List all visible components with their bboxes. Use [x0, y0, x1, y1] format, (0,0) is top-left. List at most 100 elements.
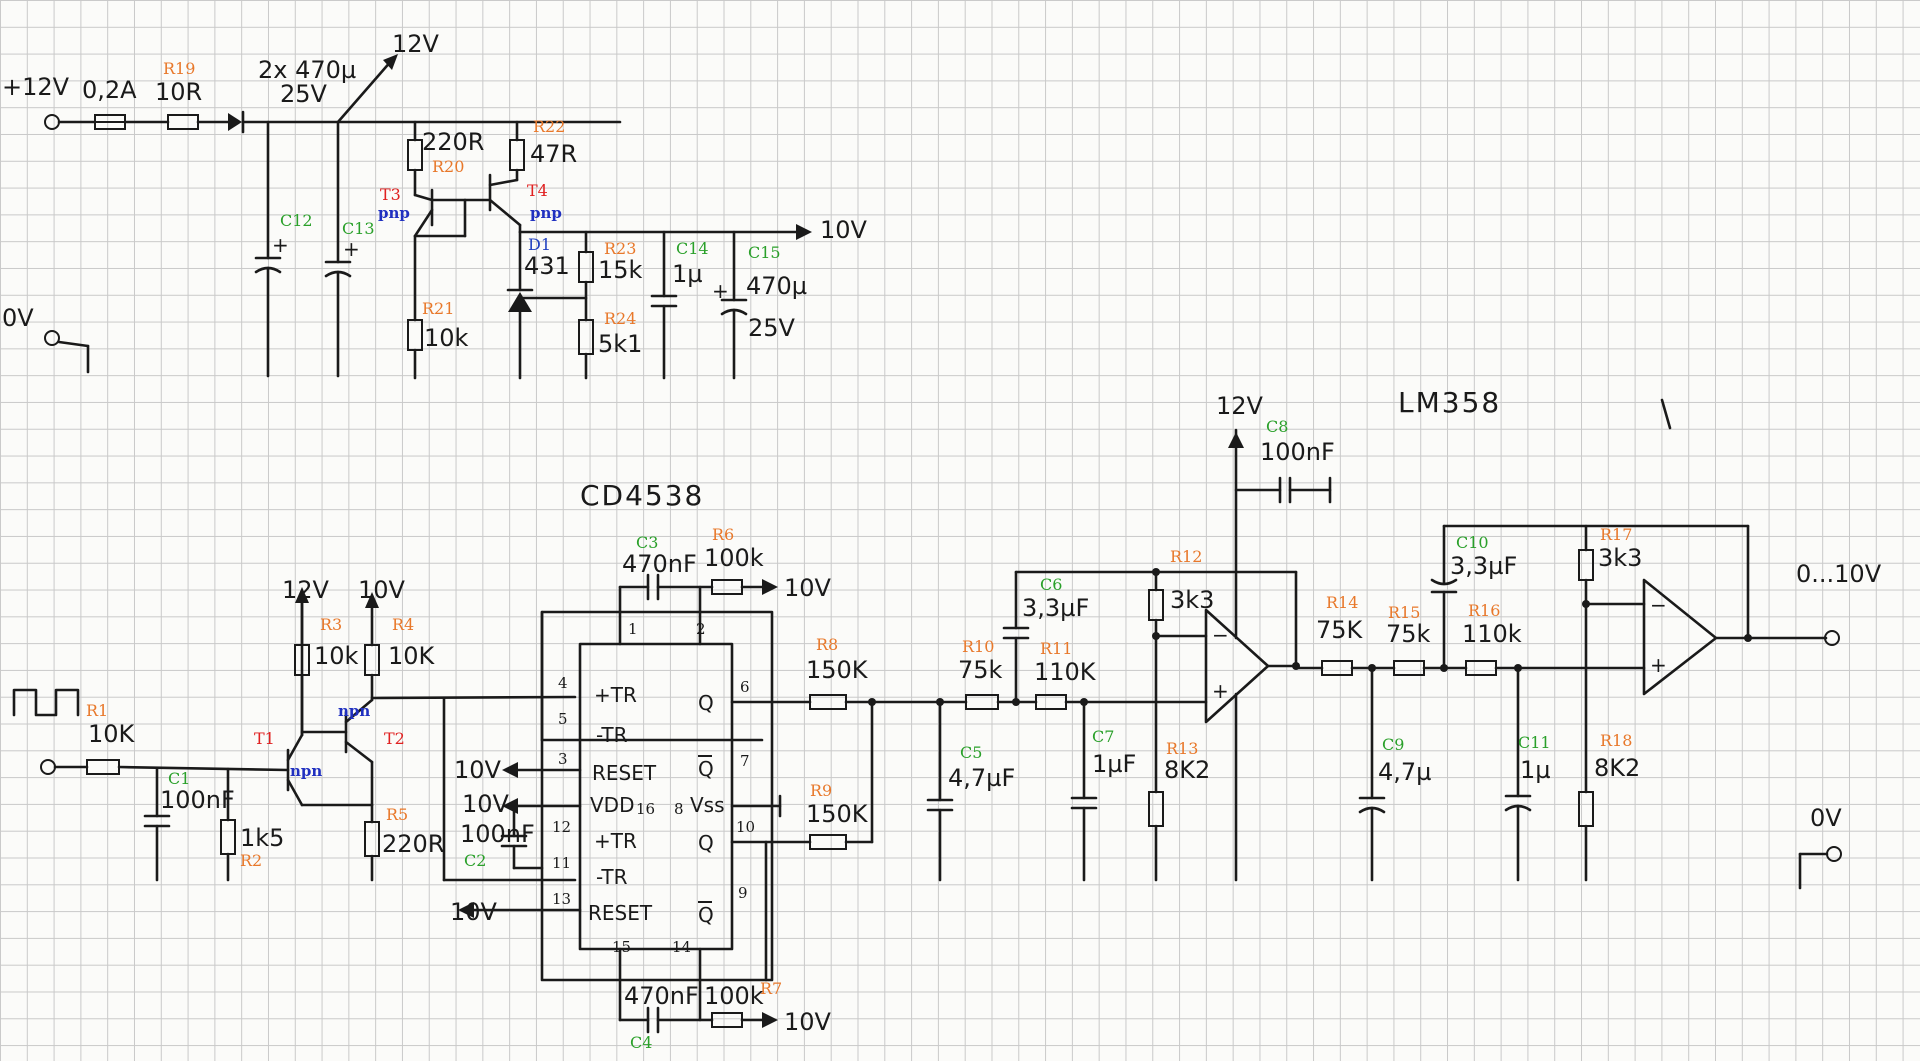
- filter-section: R8 150K R9 150K C5 4,7µF R10 75k C6 3,3µ…: [806, 386, 1882, 890]
- fuse-value: 0,2A: [82, 76, 137, 104]
- caps-value-line2: 25V: [280, 80, 328, 108]
- label-r13: R13: [1166, 739, 1198, 758]
- label-t4: T4: [527, 181, 548, 200]
- resistor-r23: [578, 251, 594, 283]
- label-r2: R2: [240, 851, 262, 870]
- resistor-r5: [364, 821, 380, 857]
- c2-value: 100nF: [460, 820, 535, 848]
- r21-value: 10k: [424, 324, 469, 352]
- c15-value-line1: 470µ: [746, 272, 807, 300]
- resistor-r12: [1148, 589, 1164, 621]
- input-section: R1 10K C1 100nF 1k5 R2 T1 npn 12V R3 10k: [12, 576, 577, 882]
- r11-value: 110K: [1034, 658, 1097, 686]
- c11-value: 1µ: [1520, 756, 1551, 784]
- svg-text:13: 13: [552, 890, 571, 908]
- opamp-name: LM358: [1398, 386, 1501, 419]
- r12-value: 3k3: [1170, 586, 1214, 614]
- resistor-r14: [1321, 660, 1353, 676]
- label-c13: C13: [342, 219, 375, 238]
- r2-value: 1k5: [240, 824, 284, 852]
- label-c3: C3: [636, 533, 658, 552]
- label-r18: R18: [1600, 731, 1632, 750]
- ic-body: [578, 642, 734, 951]
- label-c11: C11: [1518, 733, 1551, 752]
- pin-reset-b: RESET: [588, 901, 653, 925]
- type-t2: npn: [338, 702, 370, 720]
- label-r6: R6: [712, 525, 734, 544]
- svg-text:15: 15: [612, 938, 631, 956]
- svg-text:+: +: [712, 279, 729, 303]
- label-r23: R23: [604, 239, 636, 258]
- r17-value: 3k3: [1598, 544, 1642, 572]
- resistor-r10: [965, 694, 999, 710]
- svg-text:14: 14: [672, 938, 691, 956]
- resistor-r9: [809, 834, 847, 850]
- r3-value: 10k: [314, 642, 359, 670]
- r5-value: 220R: [382, 830, 444, 858]
- r20-value: 220R: [422, 128, 484, 156]
- c7-value: 1µF: [1092, 750, 1136, 778]
- type-t4: pnp: [530, 204, 562, 222]
- r7-supply-label: 10V: [784, 1008, 832, 1036]
- r8-value: 150K: [806, 656, 869, 684]
- pin-vdd: VDD: [590, 793, 634, 817]
- c14-value: 1µ: [672, 260, 703, 288]
- ic-name: CD4538: [580, 479, 704, 512]
- label-c7: C7: [1092, 727, 1114, 746]
- r18-value: 8K2: [1594, 754, 1640, 782]
- svg-text:11: 11: [552, 854, 571, 872]
- resistor-r20: [407, 139, 423, 171]
- r4-value: 10K: [388, 642, 436, 670]
- reset-supply-label: 10V: [454, 756, 502, 784]
- resistor-r18: [1578, 791, 1594, 827]
- label-c5: C5: [960, 743, 982, 762]
- label-r16: R16: [1468, 601, 1500, 620]
- signal-input-terminal: [40, 759, 56, 775]
- pin-vss: Vss: [690, 793, 725, 817]
- reference-d1: [508, 292, 532, 312]
- label-c15: C15: [748, 243, 781, 262]
- label-d1: D1: [528, 235, 551, 254]
- resistor-r16: [1465, 660, 1497, 676]
- r16-value: 110k: [1462, 620, 1522, 648]
- label-c6: C6: [1040, 575, 1062, 594]
- label-r19: R19: [163, 59, 195, 78]
- c5-value: 4,7µF: [948, 764, 1015, 792]
- label-t2: T2: [384, 729, 405, 748]
- r15-value: 75k: [1386, 620, 1431, 648]
- d1-value: 431: [524, 252, 570, 280]
- label-r9: R9: [810, 781, 832, 800]
- svg-text:+: +: [1650, 653, 1667, 677]
- svg-text:8: 8: [674, 800, 684, 818]
- resistor-r8: [809, 694, 847, 710]
- svg-text:1: 1: [628, 620, 638, 638]
- r9-value: 150K: [806, 800, 869, 828]
- svg-text:10: 10: [736, 818, 755, 836]
- out10-label: 10V: [820, 216, 868, 244]
- c1-value: 100nF: [160, 786, 235, 814]
- svg-text:3: 3: [558, 750, 568, 768]
- label-c8: C8: [1266, 417, 1288, 436]
- label-t1: T1: [254, 729, 275, 748]
- label-r22: R22: [533, 117, 565, 136]
- resistor-r19: [167, 114, 199, 130]
- resistor-r24: [578, 319, 594, 355]
- r24-value: 5k1: [598, 330, 642, 358]
- label-c12: C12: [280, 211, 313, 230]
- label-r24: R24: [604, 309, 636, 328]
- svg-text:+: +: [1212, 679, 1229, 703]
- label-t3: T3: [380, 185, 401, 204]
- resistor-r1: [86, 759, 120, 775]
- svg-text:+: +: [343, 237, 360, 261]
- svg-text:−: −: [1212, 623, 1229, 647]
- pin-qbar-a: Q: [698, 757, 714, 781]
- opamp-2: [1642, 578, 1718, 696]
- c15-value-line2: 25V: [748, 314, 796, 342]
- r6-value: 100k: [704, 544, 764, 572]
- r6-supply-label: 10V: [784, 574, 832, 602]
- gnd-terminal-bottom: [1826, 846, 1842, 862]
- pin-q-b: Q: [698, 831, 714, 855]
- out12-label: 12V: [392, 30, 440, 58]
- label-r7: R7: [760, 979, 782, 998]
